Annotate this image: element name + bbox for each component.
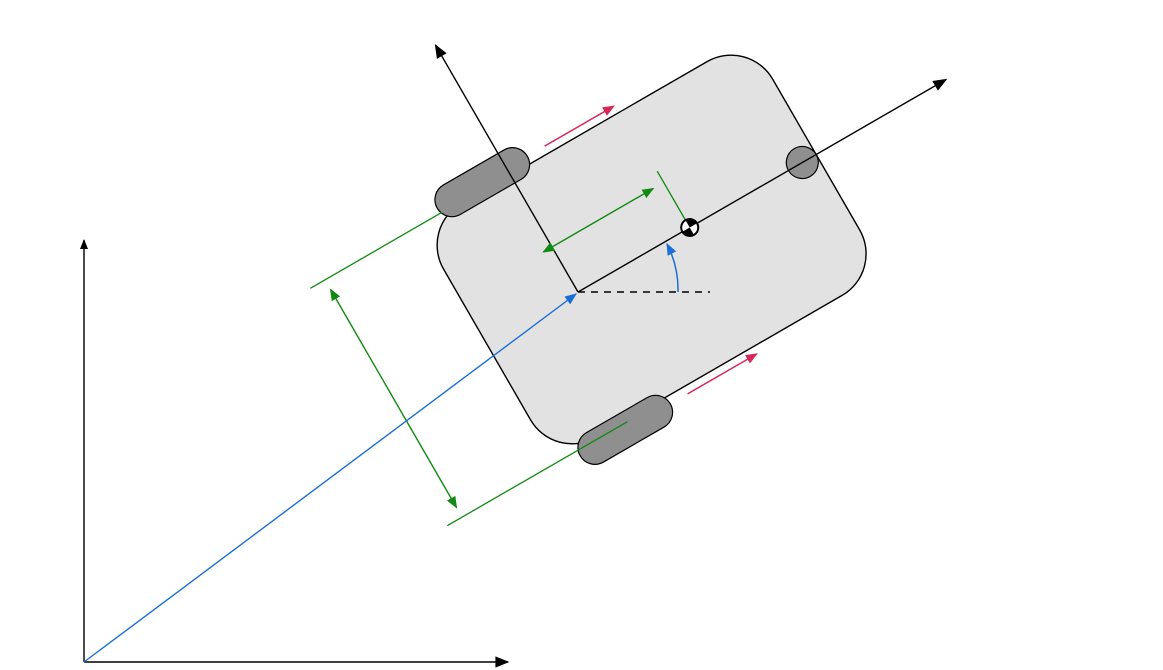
- world-frame: [80, 239, 510, 668]
- left-wheel: [434, 147, 531, 218]
- heading-angle-arc: [666, 242, 679, 293]
- robot-x-axis: [577, 78, 948, 293]
- right-wheel: [577, 394, 674, 465]
- com-offset-extension: [656, 170, 691, 228]
- wheelbase-extension-top: [309, 211, 443, 289]
- wheelbase-extension-bottom: [446, 421, 628, 527]
- robot: [309, 43, 948, 527]
- com-offset-dimension-arrow: [542, 187, 655, 253]
- wheelbase-dimension-arrow: [329, 288, 458, 509]
- center-of-mass-icon: [680, 218, 700, 237]
- right-wheel-velocity-arrow: [687, 353, 758, 395]
- position-vector: [83, 293, 577, 663]
- left-wheel-velocity-arrow: [544, 105, 615, 147]
